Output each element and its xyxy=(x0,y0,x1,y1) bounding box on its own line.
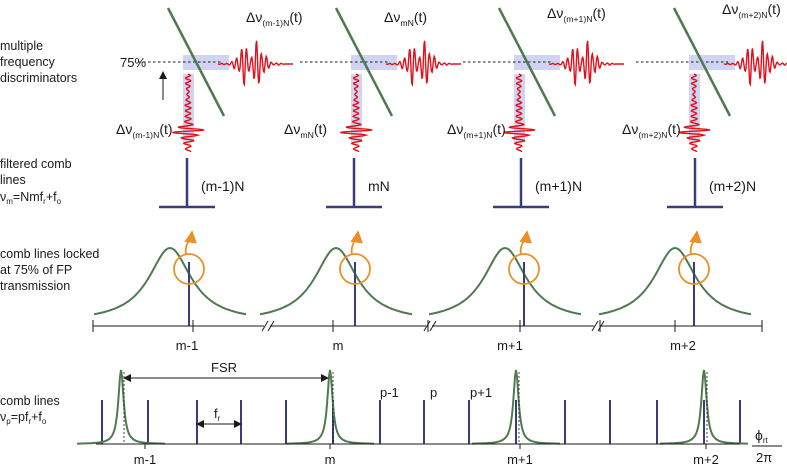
discriminator-slope xyxy=(672,7,732,117)
label-p-plus-1: p+1 xyxy=(470,385,492,400)
input-band xyxy=(514,74,525,142)
label-p: p xyxy=(430,385,437,400)
row-label-filtered-2: lines xyxy=(0,173,26,187)
fp-resonance-peak xyxy=(286,369,374,445)
lock-arrow xyxy=(184,230,197,256)
percent-label: 75% xyxy=(120,55,146,70)
output-label: Δν(m-1)N(t) xyxy=(246,9,303,28)
fsr-label: FSR xyxy=(211,360,237,375)
row-label-comb: comb lines xyxy=(0,394,60,408)
output-label: Δν(m+1)N(t) xyxy=(547,5,606,24)
lock-arrow xyxy=(350,230,363,256)
svg-text:ϕrt: ϕrt xyxy=(755,427,769,445)
locked-resonance-4 xyxy=(598,230,752,326)
input-band xyxy=(351,74,362,142)
filtered-equation: νm=Nmfr+fo xyxy=(0,190,62,206)
svg-text:2π: 2π xyxy=(756,450,772,465)
row-label-filtered-1: filtered comb xyxy=(0,157,72,171)
lock-point-circle xyxy=(173,253,205,285)
lock-point-circle xyxy=(678,253,710,285)
filtered-line-3: (m+1)N xyxy=(493,158,582,209)
discriminator-4: Δν(m+2)N(t) Δν(m+2)N(t) xyxy=(622,1,787,153)
input-label: Δν(m-1)N(t) xyxy=(116,121,173,140)
row-label-locked-2: at 75% of FP xyxy=(0,263,72,277)
fp-transmission-curve xyxy=(259,246,413,316)
filtered-line-label: (m-1)N xyxy=(201,178,245,194)
input-noise xyxy=(503,73,536,153)
locked-resonance-1 xyxy=(93,230,247,326)
comb-equation: νp=pfr+fo xyxy=(0,410,47,426)
input-label: Δν(m+2)N(t) xyxy=(622,121,681,140)
filtered-line-2: mN xyxy=(326,158,390,209)
fp-resonance-peak xyxy=(77,369,165,445)
output-noise xyxy=(385,40,461,88)
comb-lines: m-1 m m+1 m+2 xyxy=(77,369,748,466)
input-label: Δν(m+1)N(t) xyxy=(447,121,506,140)
fr-label: fr xyxy=(214,406,221,423)
row-label-discriminators-1: multiple xyxy=(0,39,43,53)
output-band xyxy=(351,55,397,70)
locked-resonance-2 xyxy=(259,230,413,326)
output-band xyxy=(514,55,560,70)
phase-axis-label: ϕrt 2π xyxy=(752,427,782,465)
lock-arrow xyxy=(689,230,702,256)
discriminator-slope xyxy=(166,7,226,117)
bottom-axis-label: m+1 xyxy=(507,452,533,466)
input-label: ΔνmN(t) xyxy=(284,121,327,140)
bottom-axis-label: m-1 xyxy=(134,452,156,466)
fp-resonance-peak xyxy=(660,369,748,445)
lock-arrow xyxy=(519,230,532,256)
discriminator-slope xyxy=(334,7,394,117)
lock-point-circle xyxy=(508,253,540,285)
locked-axis-label: m+1 xyxy=(497,338,523,353)
filtered-line-4: (m+2)N xyxy=(667,158,756,209)
row-label-locked-3: transmission xyxy=(0,279,70,293)
input-noise xyxy=(172,73,205,153)
input-noise xyxy=(678,73,711,153)
row-label-discriminators-3: discriminators xyxy=(0,71,77,85)
filtered-comb-lines: (m-1)N mN (m+1)N (m+2)N xyxy=(159,158,756,209)
output-noise xyxy=(217,40,293,88)
filtered-line-1: (m-1)N xyxy=(159,158,245,209)
filtered-line-label: (m+2)N xyxy=(709,178,756,194)
input-band xyxy=(689,74,700,142)
discriminator-1: Δν(m-1)N(t) Δν(m-1)N(t) xyxy=(116,7,303,153)
discriminator-panels: Δν(m-1)N(t)Δν(m-1)N(t)ΔνmN(t)ΔνmN(t)Δν(m… xyxy=(116,1,787,153)
discriminator-3: Δν(m+1)N(t) Δν(m+1)N(t) xyxy=(447,5,624,153)
output-label: Δν(m+2)N(t) xyxy=(722,1,781,20)
locked-axis-ticks: m-1 m m+1 m+2 xyxy=(92,320,763,353)
row-label-discriminators-2: frequency xyxy=(0,55,56,69)
bottom-axis-label: m+2 xyxy=(693,452,719,466)
output-label: ΔνmN(t) xyxy=(384,9,427,28)
input-band xyxy=(183,74,194,142)
locked-axis-label: m+2 xyxy=(670,338,696,353)
discriminator-slope xyxy=(497,7,557,117)
fp-resonance-peak xyxy=(472,369,560,445)
fp-transmission-curve xyxy=(93,246,247,316)
locked-axis-label: m-1 xyxy=(176,338,198,353)
row-label-locked-1: comb lines locked xyxy=(0,247,99,261)
bottom-axis-label: m xyxy=(325,452,336,466)
locked-resonance-3 xyxy=(428,230,582,326)
output-noise xyxy=(548,40,624,88)
filtered-line-label: mN xyxy=(368,178,390,194)
input-noise xyxy=(340,73,373,153)
locked-axis xyxy=(93,320,762,332)
fp-transmission-curve xyxy=(428,246,582,316)
lock-point-circle xyxy=(339,253,371,285)
label-p-minus-1: p-1 xyxy=(380,385,399,400)
discriminator-2: ΔνmN(t) ΔνmN(t) xyxy=(284,7,461,153)
locked-axis-label: m xyxy=(333,338,344,353)
filtered-line-label: (m+1)N xyxy=(535,178,582,194)
fp-transmission-curve xyxy=(598,246,752,316)
locked-comb-lines xyxy=(93,230,752,326)
